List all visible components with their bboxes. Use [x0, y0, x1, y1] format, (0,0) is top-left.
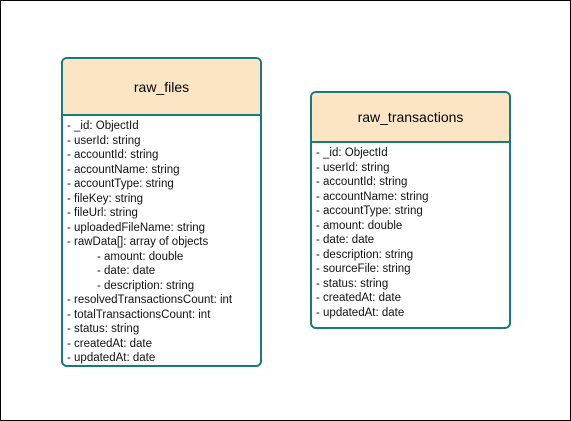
field-item: - status: string — [316, 277, 389, 290]
field-item: - status: string — [67, 323, 140, 335]
field-item: - rawData[]: array of objects — [67, 236, 209, 248]
field-item: - accountId: string — [316, 176, 408, 188]
field-item: - fileUrl: string — [67, 207, 138, 219]
field-item: - fileKey: string — [67, 192, 144, 205]
field-item: - description: string — [97, 279, 195, 292]
field-item: - date: date — [316, 234, 375, 246]
field-item: - accountType: string — [67, 178, 174, 190]
entity-raw-files[interactable]: raw_files - _id: ObjectId - userId: strin… — [61, 57, 262, 367]
field-list: - _id: ObjectId - userId: string - account… — [312, 143, 509, 320]
field-item: - description: string — [316, 248, 414, 261]
field-item: - totalTransactionsCount: int — [67, 308, 211, 321]
field-item: - createdAt: date — [316, 292, 402, 304]
field-item: - accountName: string — [67, 163, 180, 176]
field-item: - date: date — [97, 265, 156, 277]
field-item: - accountType: string — [316, 205, 423, 217]
field-item: - uploadedFileName: string — [67, 221, 206, 234]
field-item: - amount: double — [316, 219, 403, 232]
entity-title: raw_transactions — [312, 93, 509, 143]
field-item: - accountName: string — [316, 190, 429, 203]
entity-raw-transactions[interactable]: raw_transactions - _id: ObjectId - userId… — [310, 91, 511, 329]
field-list: - _id: ObjectId - userId: string - account… — [63, 116, 260, 365]
field-item: - updatedAt: date — [67, 352, 156, 364]
field-item: - updatedAt: date — [316, 306, 405, 319]
field-item: - accountId: string — [67, 149, 159, 161]
field-item: - _id: ObjectId — [316, 147, 388, 159]
field-item: - userId: string — [316, 161, 390, 174]
field-item: - userId: string — [67, 134, 141, 147]
field-item: - sourceFile: string — [316, 263, 411, 275]
field-item: - resolvedTransactionsCount: int — [67, 294, 233, 306]
entity-title: raw_files — [63, 59, 260, 116]
field-item: - _id: ObjectId — [67, 120, 139, 132]
field-item: - createdAt: date — [67, 337, 153, 350]
field-item: - amount: double — [97, 250, 184, 263]
